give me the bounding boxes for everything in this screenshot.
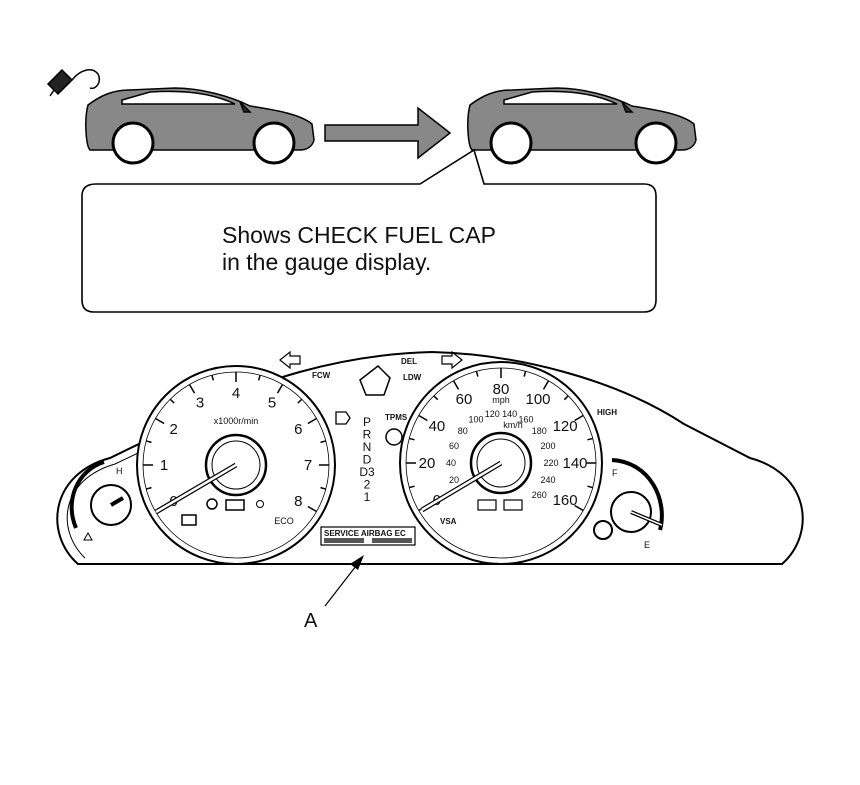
callout-line-2: in the gauge display.: [222, 249, 431, 275]
tpms-indicator: TPMS: [385, 413, 408, 422]
vsa-indicator: VSA: [440, 517, 457, 526]
tach-number: 3: [196, 395, 204, 412]
car-icon: [86, 88, 314, 163]
tach-number: 4: [232, 385, 240, 402]
arrow-right-icon: [325, 108, 450, 158]
tach-number: 5: [268, 395, 276, 412]
mph-number: 40: [429, 418, 446, 435]
instrument-cluster: 012345678 x1000r/min ECO H FCW: [54, 352, 803, 566]
eco-indicator: ECO: [274, 516, 294, 526]
del-indicator: DEL: [401, 357, 417, 366]
kmh-number: 60: [449, 441, 459, 451]
mph-number: 60: [456, 391, 473, 408]
tach-number: 2: [169, 421, 177, 438]
kmh-number: 100: [468, 415, 483, 425]
kmh-number: 220: [543, 458, 558, 468]
tach-unit: x1000r/min: [214, 416, 259, 426]
kmh-number: 140: [502, 409, 517, 419]
tach-number: 1: [160, 457, 168, 474]
mph-number: 140: [562, 455, 587, 472]
mph-unit: mph: [492, 395, 510, 405]
tach-number: 8: [294, 493, 302, 510]
label-a: A: [304, 610, 318, 632]
kmh-number: 20: [449, 475, 459, 485]
fcw-indicator: FCW: [312, 371, 331, 380]
tach-number: 6: [294, 421, 302, 438]
fuel-f: F: [612, 468, 618, 478]
display-text: SERVICE AIRBAG EC: [324, 529, 406, 538]
mph-number: 20: [419, 455, 436, 472]
kmh-number: 180: [532, 426, 547, 436]
kmh-unit: km/h: [503, 420, 523, 430]
kmh-number: 120: [485, 409, 500, 419]
callout-line-1: Shows CHECK FUEL CAP: [222, 222, 496, 248]
gear-letter: 1: [364, 490, 371, 504]
tachometer-icon: 012345678 x1000r/min ECO: [137, 366, 335, 564]
tach-number: 7: [304, 457, 312, 474]
kmh-number: 40: [446, 458, 456, 468]
high-indicator: HIGH: [597, 408, 617, 417]
car-icon: [468, 88, 696, 163]
kmh-number: 240: [540, 475, 555, 485]
temp-h: H: [116, 466, 123, 476]
mph-number: 100: [525, 391, 550, 408]
kmh-number: 260: [532, 490, 547, 500]
fuel-e: E: [644, 540, 650, 550]
kmh-number: 200: [540, 441, 555, 451]
kmh-number: 80: [458, 426, 468, 436]
fuel-cap-icon: [48, 70, 99, 96]
ldw-indicator: LDW: [403, 373, 422, 382]
mph-number: 160: [553, 492, 578, 509]
mph-number: 120: [553, 418, 578, 435]
